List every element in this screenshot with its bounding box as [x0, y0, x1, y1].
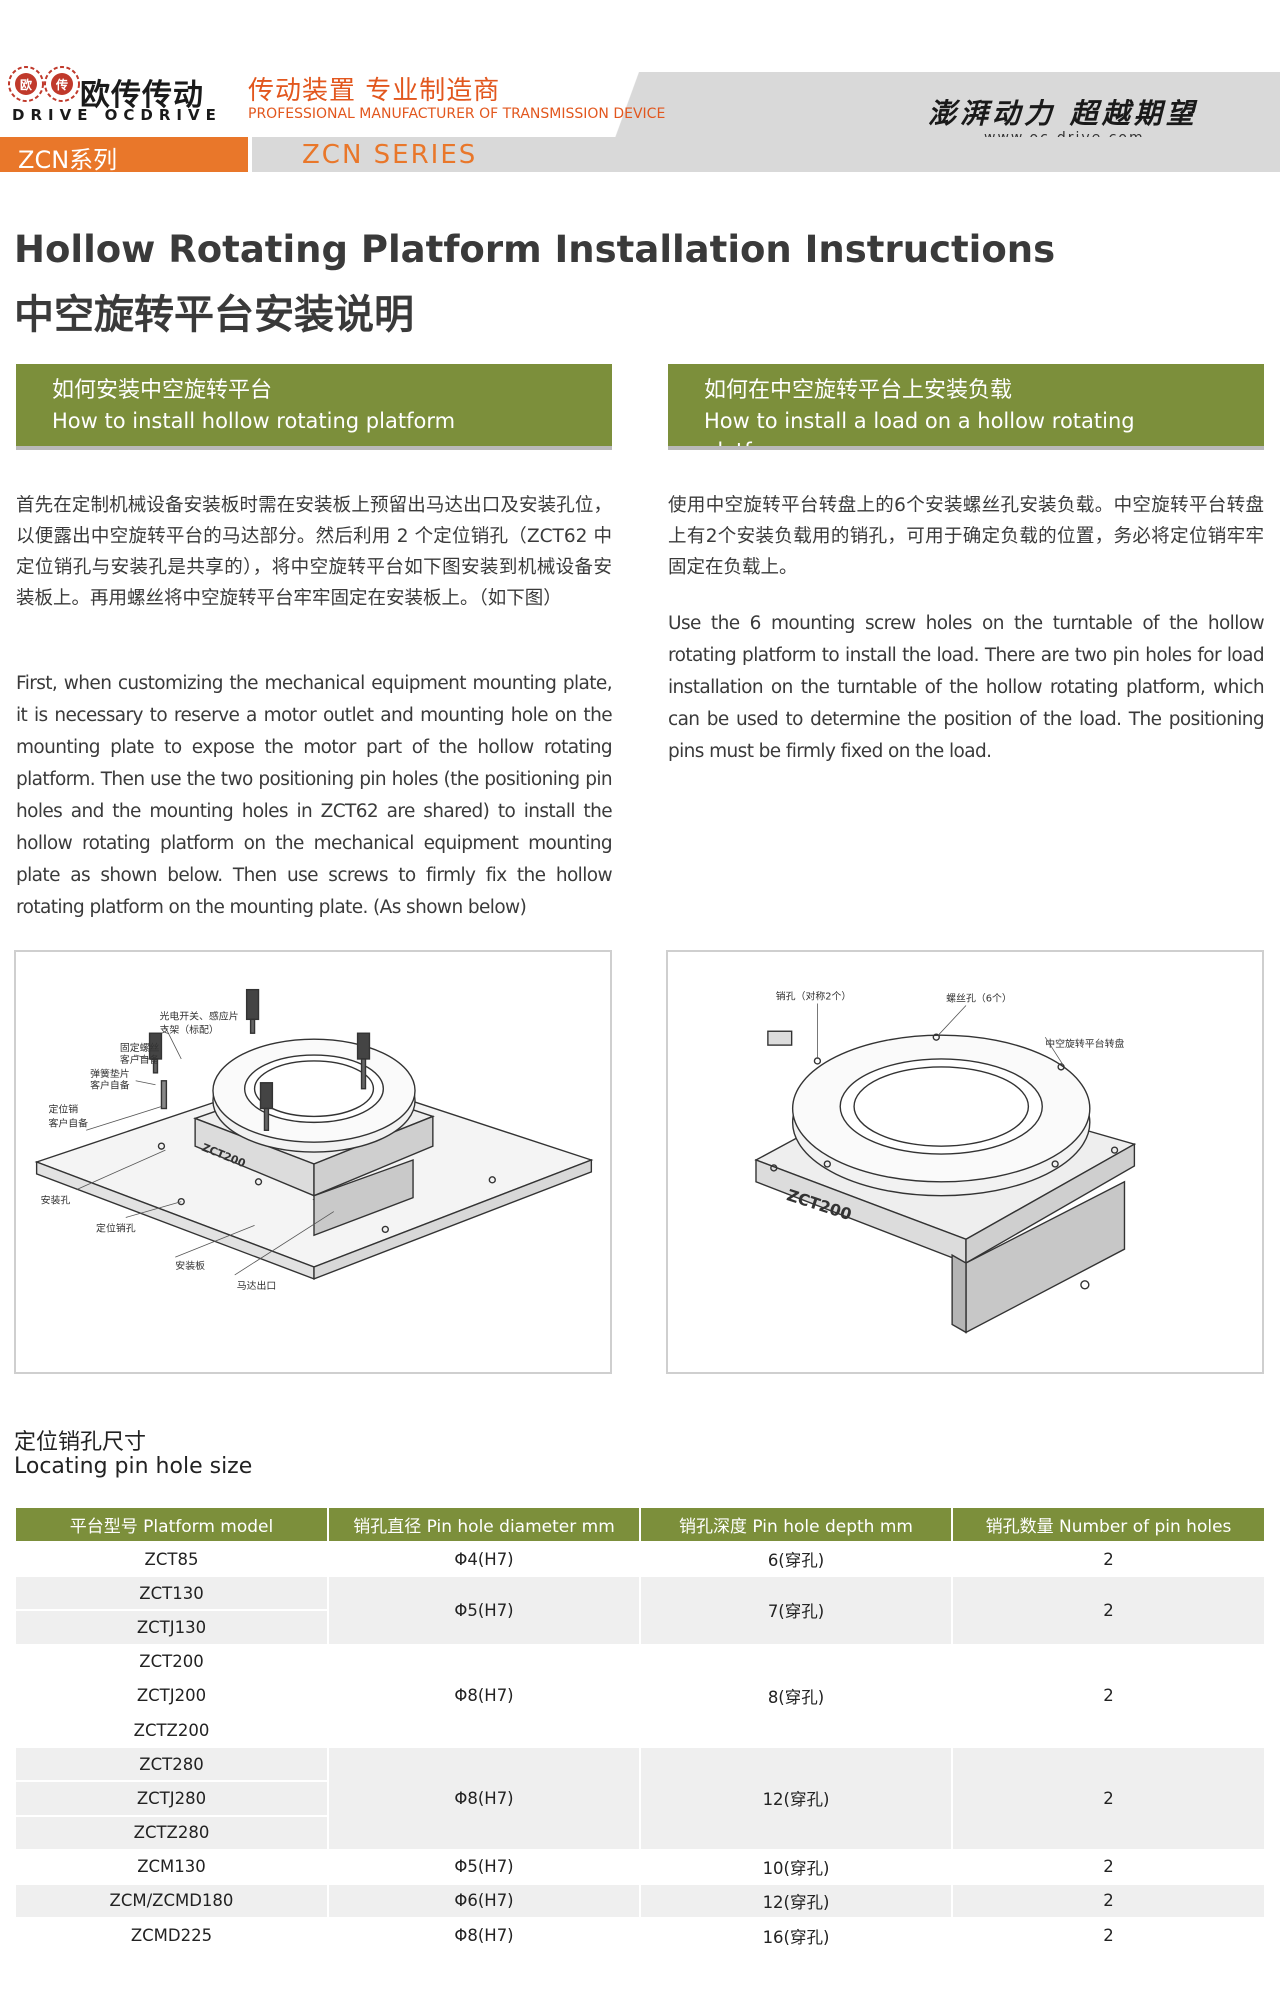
table-row: ZCTJ280: [16, 1780, 1264, 1816]
cell-model: ZCTJ130: [16, 1609, 328, 1645]
cell-diameter: Φ6(H7): [327, 1882, 640, 1919]
slogan: 澎湃动力 超越期望: [928, 97, 1198, 130]
table-row: ZCT85 Φ4(H7) 6(穿孔) 2: [16, 1540, 1264, 1577]
table-title-en: Locating pin hole size: [14, 1454, 253, 1479]
table-row: ZCT130 Φ5(H7) 7(穿孔) 2: [16, 1575, 1264, 1645]
cell-depth: 6(穿孔): [639, 1540, 952, 1577]
label-pin-hole: 定位销孔: [96, 1221, 136, 1234]
cell-depth: 16(穿孔): [639, 1917, 952, 1953]
cell-count: 2: [951, 1575, 1264, 1645]
label-sensor: 光电开关、感应片: [159, 1009, 238, 1022]
cell-diameter: Φ5(H7): [327, 1848, 640, 1884]
cell-count: 2: [951, 1746, 1264, 1850]
header-depth: 销孔深度 Pin hole depth mm: [639, 1508, 952, 1542]
table-row: ZCTZ280: [16, 1814, 1264, 1850]
table-row: ZCMD225 Φ8(H7) 16(穿孔) 2: [16, 1917, 1264, 1953]
label-washer: 弹簧垫片: [90, 1067, 130, 1080]
cell-model: ZCTJ200: [16, 1677, 328, 1713]
cell-model: ZCTZ200: [16, 1711, 328, 1748]
label-plate: 安装板: [175, 1259, 205, 1272]
series-bar: [0, 137, 248, 172]
series-label-en: ZCN SERIES: [302, 140, 478, 170]
logo-char-2: 传: [55, 77, 68, 92]
header-count: 销孔数量 Number of pin holes: [951, 1508, 1264, 1542]
cell-diameter: Φ8(H7): [327, 1643, 640, 1748]
cell-depth: 10(穿孔): [639, 1848, 952, 1884]
cell-model: ZCTJ280: [16, 1780, 328, 1816]
page-title-en: Hollow Rotating Platform Installation In…: [14, 228, 1056, 271]
install-paragraph-en: First, when customizing the mechanical e…: [16, 673, 613, 918]
label-screw-hole: 螺丝孔（6个）: [946, 993, 1012, 1005]
cell-model: ZCT85: [16, 1540, 328, 1577]
label-bracket: 支架（标配）: [159, 1024, 218, 1036]
cell-depth: 7(穿孔): [639, 1575, 952, 1645]
cell-diameter: Φ5(H7): [327, 1575, 640, 1645]
cell-depth: 12(穿孔): [639, 1882, 952, 1919]
cell-depth: 12(穿孔): [639, 1746, 952, 1850]
table-row: ZCT280 Φ8(H7) 12(穿孔) 2: [16, 1746, 1264, 1850]
load-diagram-svg: ZCT200 销孔（对称2个） 螺丝孔（6个） 中空旋转平台转盘: [754, 990, 1137, 1334]
cell-diameter: Φ8(H7): [327, 1746, 640, 1850]
table-title-cn: 定位销孔尺寸: [14, 1430, 147, 1455]
header-model: 平台型号 Platform model: [16, 1508, 328, 1542]
install-diagram: ZCT200 光电开关、感应片 支架（标配） 固定螺丝 客户自备 弹簧垫片 客户…: [14, 950, 612, 1374]
cell-depth: 8(穿孔): [639, 1643, 952, 1748]
brand-name-cn: 欧传传动: [80, 78, 204, 113]
cell-model: ZCT130: [16, 1575, 328, 1611]
tagline-cn: 传动装置 专业制造商: [248, 76, 501, 106]
label-screw: 固定螺丝: [120, 1041, 160, 1054]
table-header-row: 平台型号 Platform model 销孔直径 Pin hole diamet…: [16, 1508, 1264, 1542]
brand-name-en: DRIVE OCDRIVE: [12, 106, 222, 124]
load-diagram: ZCT200 销孔（对称2个） 螺丝孔（6个） 中空旋转平台转盘: [666, 950, 1264, 1374]
brand-logo: 欧 传: [8, 66, 80, 102]
label-washer-note: 客户自备: [90, 1079, 130, 1092]
table-row: ZCT200 Φ8(H7) 8(穿孔) 2: [16, 1643, 1264, 1748]
section-heading-en: How to install a load on a hollow rotati…: [704, 409, 1135, 463]
table-row: ZCTJ130: [16, 1609, 1264, 1645]
series-band: [252, 137, 1280, 172]
pin-hole-table: 平台型号 Platform model 销孔直径 Pin hole diamet…: [16, 1508, 1264, 1953]
label-screw-note: 客户自备: [120, 1053, 160, 1066]
cell-count: 2: [951, 1643, 1264, 1748]
header-diameter: 销孔直径 Pin hole diameter mm: [327, 1508, 640, 1542]
page-title-cn: 中空旋转平台安装说明: [14, 292, 414, 338]
cell-count: 2: [951, 1882, 1264, 1919]
page-header: 欧 传 欧传传动 DRIVE OCDRIVE 传动装置 专业制造商 PROFES…: [0, 0, 1280, 174]
cell-model: ZCT280: [16, 1746, 328, 1782]
label-turntable: 中空旋转平台转盘: [1045, 1037, 1124, 1050]
section-heading-cn: 如何在中空旋转平台上安装负载: [704, 378, 1013, 403]
logo-char-1: 欧: [20, 77, 32, 92]
label-motor-exit: 马达出口: [237, 1279, 277, 1292]
label-pin-note: 客户自备: [49, 1116, 89, 1129]
table-row: ZCM/ZCMD180 Φ6(H7) 12(穿孔) 2: [16, 1882, 1264, 1919]
load-paragraph-cn: 使用中空旋转平台转盘上的6个安装螺丝孔安装负载。中空旋转平台转盘上有2个安装负载…: [668, 495, 1264, 578]
label-pin-hole: 销孔（对称2个）: [776, 990, 852, 1003]
label-pin: 定位销: [49, 1102, 79, 1115]
cell-model: ZCM/ZCMD180: [16, 1882, 328, 1919]
cell-diameter: Φ4(H7): [327, 1540, 640, 1577]
cell-diameter: Φ8(H7): [327, 1917, 640, 1953]
section-heading-install: 如何安装中空旋转平台 How to install hollow rotatin…: [16, 364, 612, 450]
table-row: ZCTZ200: [16, 1711, 1264, 1748]
label-mount-hole: 安装孔: [41, 1194, 71, 1207]
table-row: ZCM130 Φ5(H7) 10(穿孔) 2: [16, 1848, 1264, 1884]
cell-count: 2: [951, 1540, 1264, 1577]
section-heading-cn: 如何安装中空旋转平台: [52, 378, 273, 403]
section-heading-load: 如何在中空旋转平台上安装负载 How to install a load on …: [668, 364, 1264, 463]
cell-model: ZCM130: [16, 1848, 328, 1884]
table-row: ZCTJ200: [16, 1677, 1264, 1713]
section-heading-en: How to install hollow rotating platform: [52, 409, 456, 433]
install-paragraph-cn: 首先在定制机械设备安装板时需在安装板上预留出马达出口及安装孔位，以便露出中空旋转…: [16, 495, 612, 609]
cell-model: ZCT200: [16, 1643, 328, 1679]
load-paragraph-en: Use the 6 mounting screw holes on the tu…: [668, 613, 1265, 762]
cell-count: 2: [951, 1917, 1264, 1953]
install-diagram-svg: ZCT200 光电开关、感应片 支架（标配） 固定螺丝 客户自备 弹簧垫片 客户…: [34, 988, 594, 1292]
cell-count: 2: [951, 1848, 1264, 1884]
cell-model: ZCTZ280: [16, 1814, 328, 1850]
tagline-en: PROFESSIONAL MANUFACTURER OF TRANSMISSIO…: [248, 106, 666, 122]
series-label-cn: ZCN系列: [18, 146, 118, 174]
cell-model: ZCMD225: [16, 1917, 328, 1953]
